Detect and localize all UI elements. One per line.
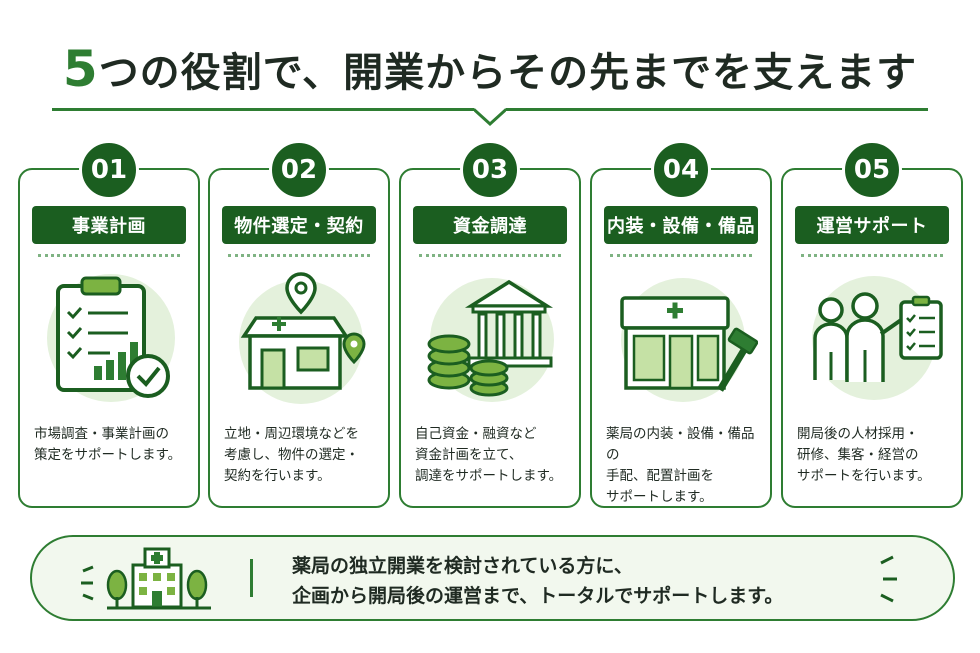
page-title: 5つの役割で、開業からその先までを支えます — [0, 40, 980, 98]
step-label: 事業計画 — [32, 206, 186, 244]
step-number-badge-3: 03 — [460, 140, 520, 200]
step-label: 内装・設備・備品 — [604, 206, 758, 244]
dotted-divider — [610, 254, 752, 257]
step-card-1: 事業計画 市場調査・事業計画の 策定をサポートします。 — [18, 168, 200, 508]
step-description: 自己資金・融資など 資金計画を立て、 調達をサポートします。 — [415, 426, 563, 484]
step-number-badge-5: 05 — [842, 140, 902, 200]
step-description: 開局後の人材採用・ 研修、集客・経営の サポートを行います。 — [797, 426, 931, 484]
step-label: 物件選定・契約 — [222, 206, 376, 244]
step-card-5: 運営サポート 開局後の人材採用・ 研修、集客・経営の サポートを行います。 — [781, 168, 963, 508]
footer-banner: 薬局の独立開業を検討されている方に、 企画から開局後の運営まで、トータルでサポー… — [30, 535, 955, 621]
title-text: つの役割で、開業からその先までを支えます — [98, 50, 918, 96]
hospital-trees-icon — [81, 547, 211, 610]
step-card-3: 資金調達 自己資金・融資など 資金計画を立て、 調達をサポートします。 — [399, 168, 581, 508]
footer-separator — [250, 559, 253, 597]
step-description: 立地・周辺環境などを 考慮し、物件の選定・ 契約を行います。 — [224, 426, 359, 484]
step-card-4: 内装・設備・備品 薬局の内装・設備・備品の 手配、配置計画を サポートします。 — [590, 168, 772, 508]
step-number-badge-4: 04 — [651, 140, 711, 200]
step-description: 薬局の内装・設備・備品の 手配、配置計画を サポートします。 — [606, 426, 755, 505]
dotted-divider — [38, 254, 180, 257]
sparkle-lines-icon — [880, 555, 897, 603]
step-description: 市場調査・事業計画の 策定をサポートします。 — [34, 426, 182, 463]
title-notch-icon — [474, 108, 506, 126]
footer-message: 薬局の独立開業を検討されている方に、 企画から開局後の運営まで、トータルでサポー… — [292, 555, 784, 607]
dotted-divider — [419, 254, 561, 257]
pharmacy-hammer-icon — [608, 272, 759, 404]
bank-coins-icon — [417, 272, 567, 404]
clipboard-chart-check-icon — [36, 272, 186, 404]
step-number-badge-2: 02 — [269, 140, 329, 200]
staff-checklist-icon — [799, 272, 949, 404]
dotted-divider — [228, 254, 370, 257]
pharmacy-location-pin-icon — [226, 272, 376, 404]
step-number-badge-1: 01 — [79, 140, 139, 200]
title-number: 5 — [62, 40, 99, 98]
step-label: 資金調達 — [413, 206, 567, 244]
step-label: 運営サポート — [795, 206, 949, 244]
dotted-divider — [801, 254, 943, 257]
step-card-2: 物件選定・契約 立地・周辺環境などを 考慮し、物件の選定・ 契約を行います。 — [208, 168, 390, 508]
